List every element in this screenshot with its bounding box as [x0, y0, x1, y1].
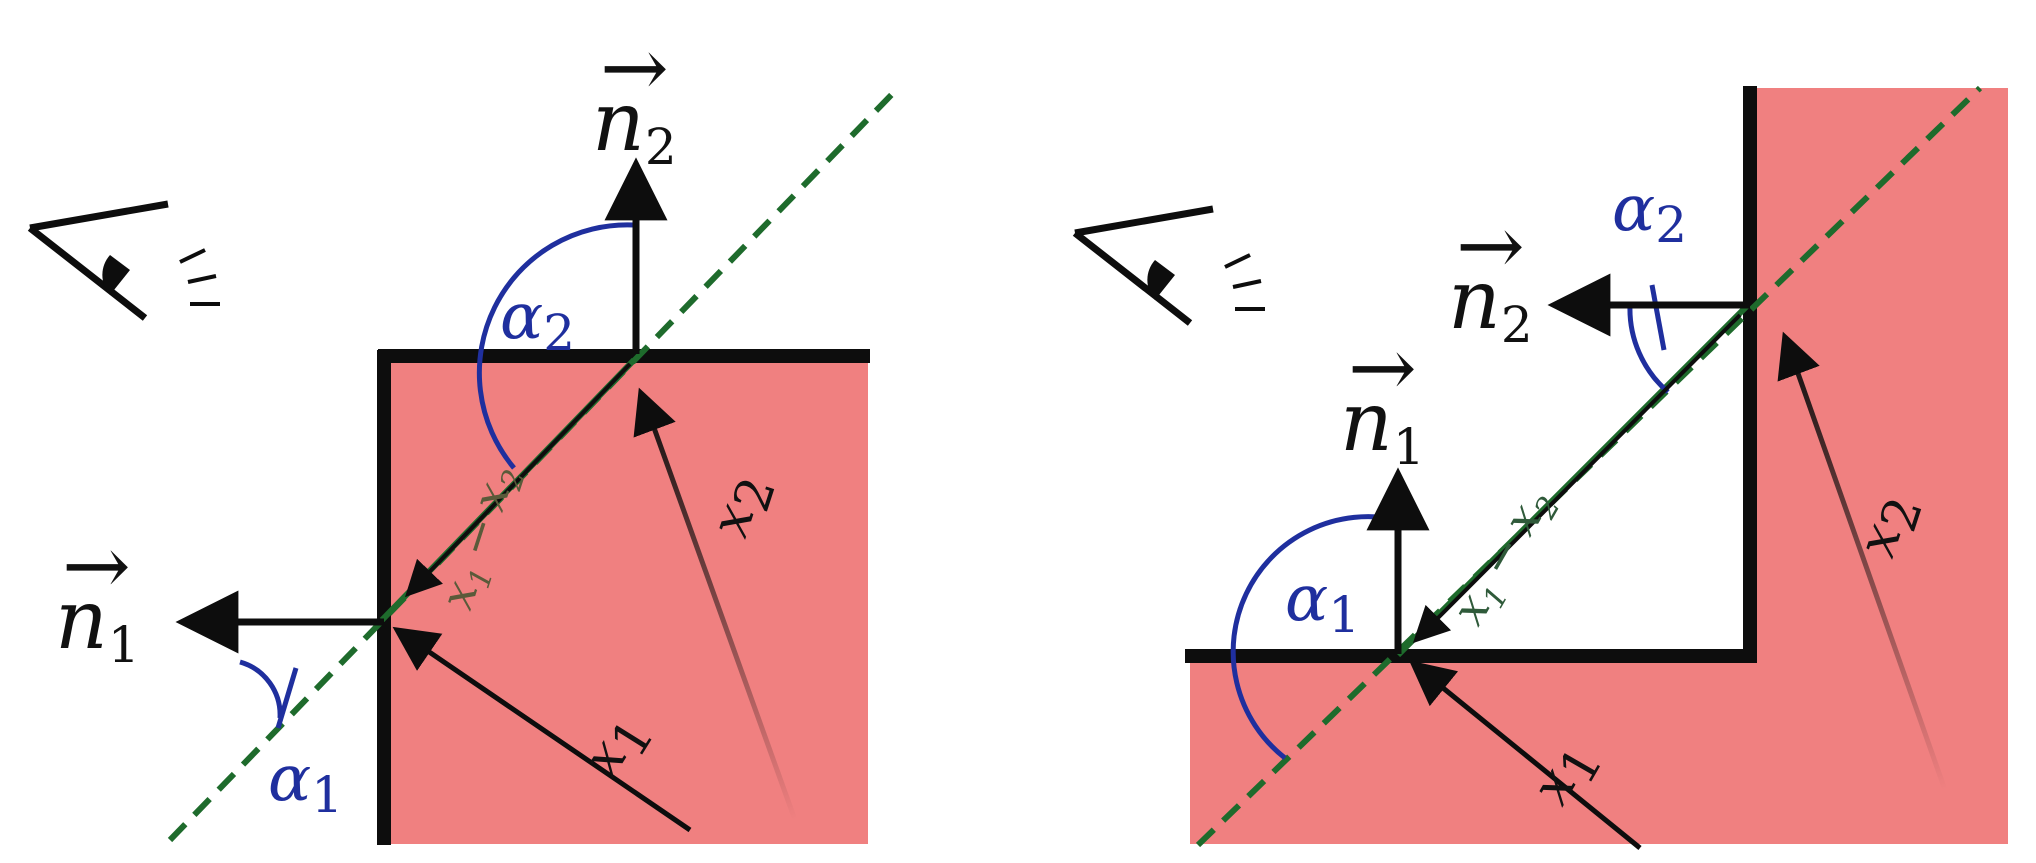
- position-x1-arrow: [392, 626, 692, 833]
- label-n1: n1: [55, 573, 140, 674]
- eye-rays: [179, 248, 220, 306]
- position-x2-arrowhead: [1777, 331, 1820, 382]
- position-x2-arrowhead: [633, 387, 676, 438]
- vec-arrow-n2: →: [1456, 199, 1525, 294]
- eye-rays: [1224, 253, 1265, 311]
- label-n2: n2: [592, 75, 677, 176]
- difference-arrow: [405, 362, 632, 598]
- eye-icon: [1072, 205, 1265, 326]
- angle-arc-alpha1: [1230, 514, 1399, 760]
- walls: [377, 349, 870, 845]
- vec-arrow-n2: →: [600, 21, 669, 116]
- eye-lid: [27, 200, 169, 321]
- vec-arrow-n1: →: [62, 519, 131, 614]
- solid-box: [384, 356, 868, 844]
- angle-arc-alpha1: [239, 659, 283, 719]
- panel-right: n2 → n1 → α2 α1 x1−x2 x2 x1: [1072, 85, 2008, 850]
- label-alpha2: α2: [500, 280, 575, 362]
- position-x2-arrow: [1785, 344, 1948, 791]
- angle-tick-alpha2: [1649, 284, 1667, 351]
- eye-lid: [1072, 205, 1214, 326]
- angle-arc-alpha2: [1627, 304, 1670, 394]
- label-alpha2: α2: [1612, 172, 1687, 254]
- position-x2-arrow: [641, 399, 798, 821]
- label-x1-minus-x2: x1−x2: [1441, 478, 1568, 637]
- difference-arrow: [1412, 313, 1742, 644]
- label-alpha1: α1: [268, 742, 343, 824]
- label-n1: n1: [1340, 375, 1425, 476]
- position-x1-arrow: [1409, 660, 1642, 850]
- label-alpha1: α1: [1285, 562, 1360, 644]
- eye-pupil: [1147, 260, 1175, 300]
- panel-left: n2 → n1 → α2 α1 x1−x2 x2 x1: [27, 21, 901, 845]
- solid-l-shape: [1190, 88, 2008, 844]
- eye-icon: [27, 200, 220, 321]
- label-n2: n2: [1448, 253, 1533, 354]
- angle-tick-alpha1: [275, 667, 299, 729]
- walls: [1185, 86, 1757, 663]
- angle-arc-alpha2: [476, 222, 635, 470]
- vec-arrow-n1: →: [1348, 321, 1417, 416]
- eye-pupil: [102, 255, 130, 295]
